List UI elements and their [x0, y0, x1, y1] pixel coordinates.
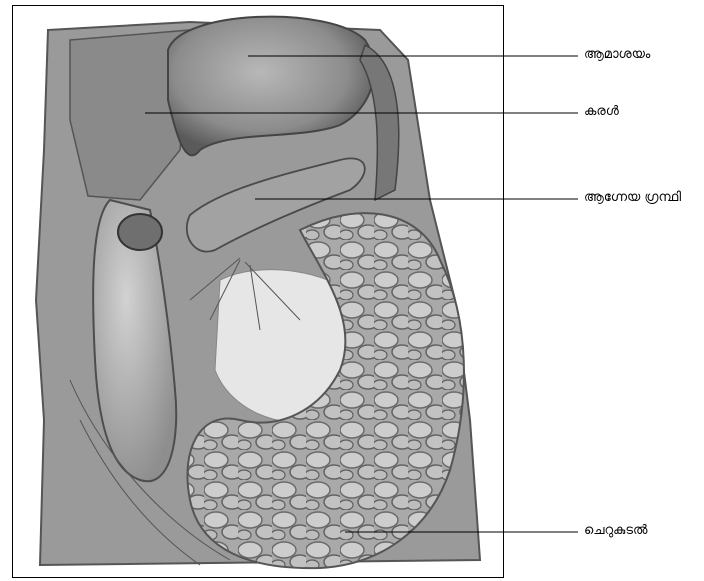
label-stomach: ആമാശയം [584, 47, 650, 62]
label-pancreas: ആഗ്നേയ ഗ്രന്ഥി [584, 190, 681, 205]
label-liver: കരൾ [584, 104, 619, 119]
label-small-intestine: ചെറുകുടൽ [584, 523, 647, 538]
colon-opening [118, 214, 162, 250]
